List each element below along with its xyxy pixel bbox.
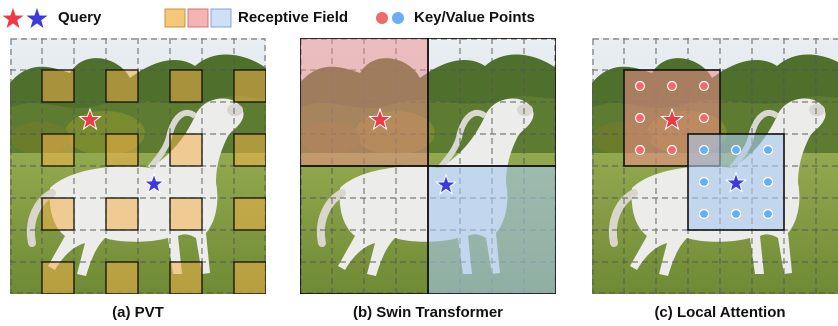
caption-swin: (b) Swin Transformer: [352, 304, 504, 321]
panel-swin: [300, 38, 556, 294]
red-query-star-icon: [660, 107, 684, 131]
blue-star-icon: [26, 8, 48, 28]
key-value-dots-icon: [376, 12, 404, 24]
blue-dot-icon: [392, 12, 404, 24]
receptive-field-legend-label: Receptive Field: [238, 9, 349, 26]
red-star-icon: [2, 8, 24, 28]
pvt-diagram: [10, 38, 266, 294]
red-query-star-icon: [368, 107, 392, 131]
panel-local-attention: [592, 38, 838, 294]
blue-query-star-icon: [724, 171, 748, 193]
red-query-star-icon: [78, 107, 102, 131]
legend: Query Receptive Field Key/Value Points: [0, 0, 838, 36]
blue-query-star-icon: [434, 173, 458, 195]
orange-swatch: [164, 8, 186, 28]
receptive-field-swatches-icon: [164, 8, 232, 28]
key-value-legend-label: Key/Value Points: [414, 9, 535, 26]
local-attention-diagram: [592, 38, 838, 294]
red-dot-icon: [376, 12, 388, 24]
panel-pvt: [10, 38, 266, 294]
window-frame-top-right: [427, 38, 556, 167]
swin-diagram: [300, 38, 556, 294]
red-window: [300, 38, 429, 167]
blue-value-points: [698, 144, 774, 220]
blue-swatch: [210, 8, 232, 28]
caption-local-attention: (c) Local Attention: [654, 304, 786, 321]
window-frame-bottom-left: [300, 165, 429, 294]
blue-query-star-icon: [142, 172, 166, 194]
query-stars-icon: [2, 8, 48, 28]
pvt-receptive-patches: [41, 69, 266, 294]
red-key-points: [634, 80, 710, 156]
query-legend-label: Query: [58, 9, 102, 26]
caption-pvt: (a) PVT: [112, 304, 164, 321]
red-swatch: [187, 8, 209, 28]
